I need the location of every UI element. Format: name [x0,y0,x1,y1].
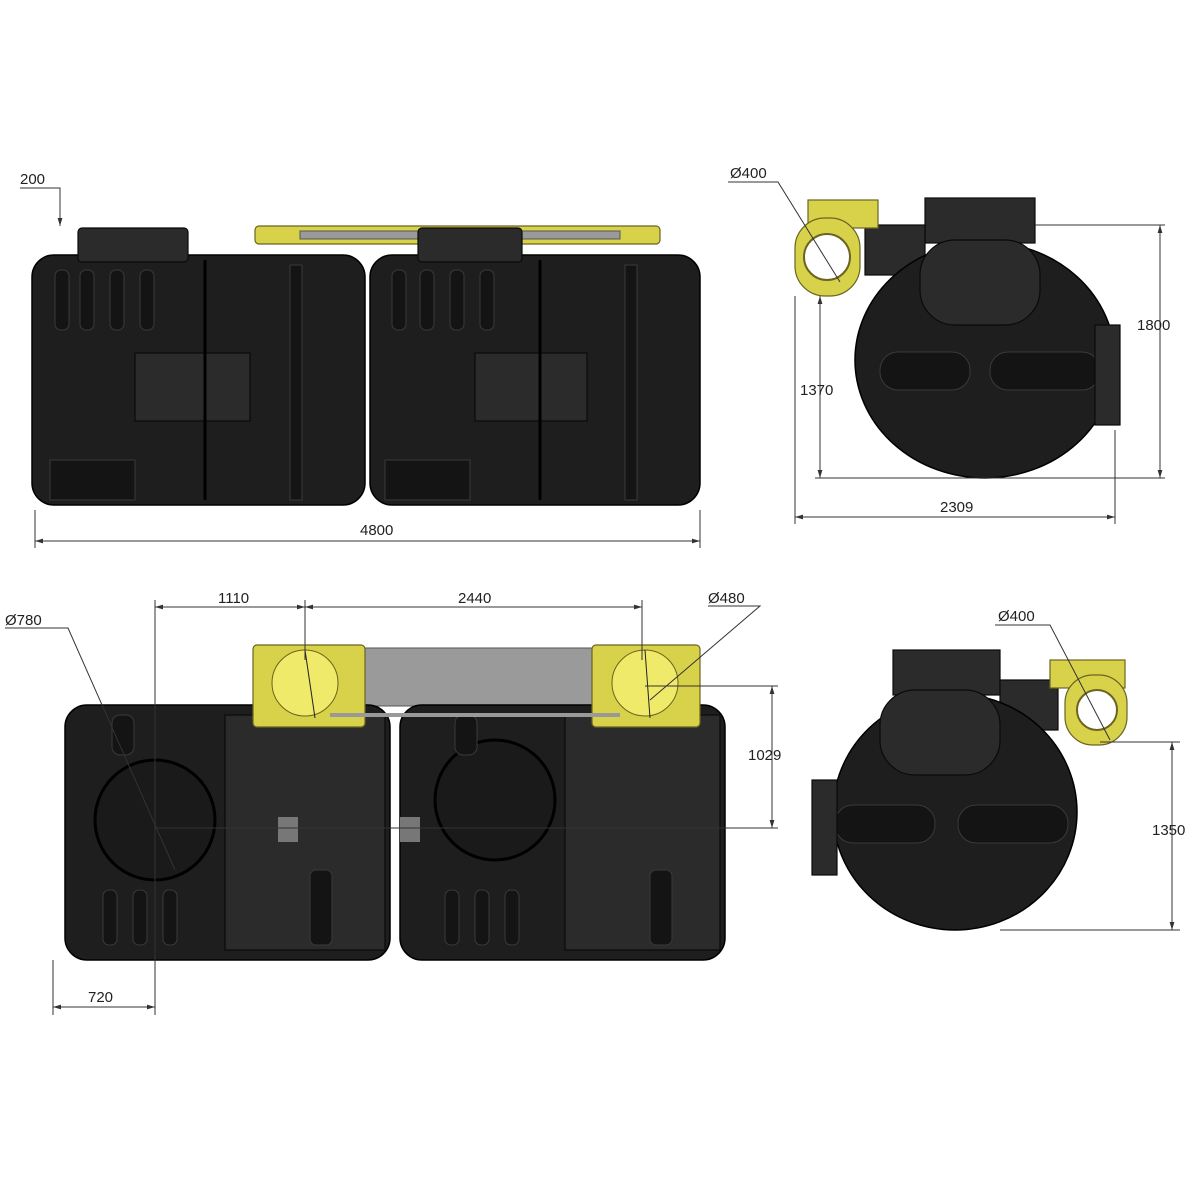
connecting-pipe [364,647,601,707]
riser [924,197,1036,244]
dim-label-200: 200 [20,171,45,188]
side-view-top: 200 4800 [20,171,701,548]
dim-label-4800: 4800 [360,522,393,539]
end-view-top: 1370 1800 2309 Ø400 [728,165,1170,524]
riser [417,227,523,263]
dim-label-400-top: Ø400 [730,165,767,182]
dim-label-2309: 2309 [940,499,973,516]
riser [892,649,1001,696]
dim-label-480: Ø480 [708,590,745,607]
side-view-bottom: 1110 2440 Ø480 Ø780 1029 720 [5,590,781,1015]
tank-left [64,704,391,961]
yellow-riser-left [252,644,366,728]
tank-left [31,227,366,506]
tank-right [369,227,701,506]
dim-leader-400-bottom [995,624,1111,741]
dim-label-1370: 1370 [800,382,833,399]
dim-label-720: 720 [88,989,113,1006]
dim-leader-480 [649,605,762,701]
dim-leader-780 [5,627,176,871]
dim-label-2440: 2440 [458,590,491,607]
dim-label-780: Ø780 [5,612,42,629]
tank-right [399,704,726,961]
dim-label-1350: 1350 [1152,822,1185,839]
access-opening [433,738,557,862]
dim-leader-200 [20,187,63,226]
dim-label-1110: 1110 [218,590,249,607]
dim-label-400-bottom: Ø400 [998,608,1035,625]
dim-label-1800: 1800 [1137,317,1170,334]
riser [77,227,189,263]
end-view-bottom: 1350 Ø400 [811,608,1185,931]
dim-leader-400 [728,181,841,283]
dim-label-1029: 1029 [748,747,781,764]
